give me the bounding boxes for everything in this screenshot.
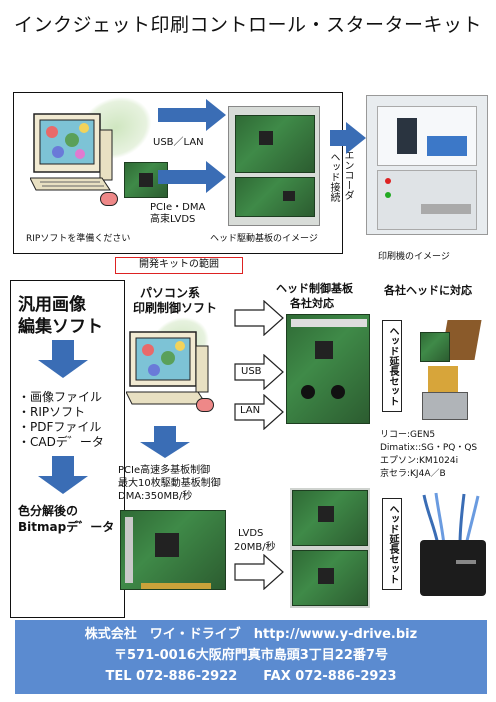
rip-prepare-label: RIPソフトを準備ください [26, 234, 131, 244]
head-connector-label: ヘッド接続 [328, 152, 339, 202]
top-diagram-frame [13, 92, 343, 254]
page-title: インクジェット印刷コントロール・スターターキット [13, 14, 482, 36]
left-item-3: ・PDFファイル [18, 420, 102, 434]
usb-lan-label: USB／LAN [153, 137, 204, 148]
dev-kit-range-label: 開発キットの範囲 [115, 257, 243, 274]
arrow-pcie [158, 161, 228, 193]
mouse-icon-middle [196, 398, 214, 412]
printer-image [366, 95, 488, 235]
left-heading-line1: 汎用画像 [18, 295, 86, 315]
pcie-card-image [120, 510, 226, 590]
footer-company-url: 株式会社 ワイ・ドライブ http://www.y-drive.biz [84, 627, 418, 642]
usb-label: USB [241, 366, 262, 377]
left-heading-line2: 編集ソフト [18, 317, 103, 337]
arrow-lan [234, 394, 284, 430]
max-boards-label: 最大10枚駆動基板制御 [118, 478, 221, 489]
left-panel-frame [10, 280, 125, 618]
head-board-heading-line1: ヘッド制御基板 [276, 282, 353, 295]
left-item-1: ・画像ファイル [18, 390, 103, 404]
pcie-dma-label: PCIe・DMA [150, 202, 206, 213]
head-ext-set-frame-2 [382, 498, 402, 590]
lvds-speed-label: 20MB/秒 [234, 542, 276, 553]
inkjet-head-image [414, 316, 486, 426]
head-board-image-label: ヘッド駆動基板のイメージ [210, 234, 318, 244]
head-board-heading-line2: 各社対応 [290, 297, 334, 310]
heads-support-heading: 各社ヘッドに対応 [384, 284, 472, 297]
encoder-label: エンコーダ [342, 150, 353, 200]
arrow-lvds [234, 554, 284, 590]
pc-illustration-top [29, 110, 115, 205]
mouse-icon [100, 192, 118, 206]
arrow-usb-lan [158, 99, 228, 131]
middle-arrow-down [140, 426, 190, 460]
lvds-label: LVDS [238, 528, 264, 539]
pc-software-line2: 印刷制御ソフト [133, 301, 218, 315]
left-arrow-down-1 [38, 340, 88, 380]
arrow-to-head-board [234, 300, 284, 336]
maker-4: 京セラ:KJ4A／B [380, 469, 446, 479]
pc-illustration-middle [125, 330, 216, 415]
head-ext-set-label-2: ヘッド延長セット [387, 504, 398, 584]
lan-label: LAN [240, 405, 261, 416]
head-ext-set-frame-1 [382, 320, 402, 412]
maker-2: Dimatix::SG・PQ・QS [380, 443, 478, 453]
left-item-2: ・RIPソフト [18, 405, 86, 419]
footer-tel-fax: TEL 072-886-2922 FAX 072-886-2923 [105, 669, 397, 684]
maker-1: リコー:GEN5 [380, 430, 436, 440]
dimatix-box-image [420, 540, 486, 596]
arrow-usb [234, 354, 284, 390]
pcie-card-top [124, 162, 168, 198]
pcie-multi-board-label: PCIe高速多基板制御 [118, 465, 211, 476]
left-arrow-down-2 [38, 456, 88, 496]
arrow-to-printer [330, 120, 370, 160]
left-bottom-line2: Bitmapデ゛ータ [18, 520, 115, 534]
printer-image-label: 印刷機のイメージ [378, 252, 450, 262]
pc-software-line1: パソコン系 [140, 286, 201, 300]
footer-address: 〒571-0016大阪府門真市島頭3丁目22番7号 [114, 648, 388, 663]
dma-speed-label: DMA:350MB/秒 [118, 491, 193, 502]
head-drive-board-image [228, 106, 320, 226]
high-speed-lvds-label: 高束LVDS [150, 214, 196, 225]
head-control-board-lower [290, 488, 370, 608]
head-ext-set-label-1: ヘッド延長セット [387, 326, 398, 406]
left-item-4: ・CADデ゛ータ [18, 435, 104, 449]
company-footer: 株式会社 ワイ・ドライブ http://www.y-drive.biz 〒571… [15, 620, 487, 694]
maker-3: エプソン:KM1024i [380, 456, 459, 466]
left-bottom-line1: 色分解後の [18, 504, 79, 518]
head-control-board-upper [286, 314, 370, 424]
